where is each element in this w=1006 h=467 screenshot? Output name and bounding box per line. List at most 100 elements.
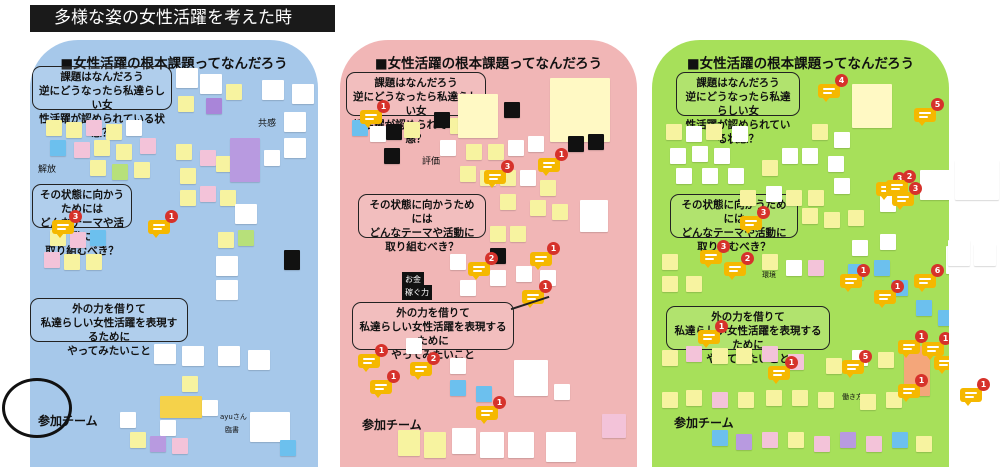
sticky-note[interactable]	[90, 160, 106, 176]
sticky-note[interactable]	[706, 124, 722, 140]
sticky-note[interactable]	[460, 166, 476, 182]
sticky-note[interactable]	[238, 230, 254, 246]
sticky-note[interactable]	[818, 392, 834, 408]
comment-icon[interactable]: 2	[934, 352, 949, 374]
sticky-note[interactable]	[528, 136, 544, 152]
comment-icon[interactable]: 1	[476, 396, 506, 424]
sticky-note[interactable]	[766, 186, 782, 202]
sticky-note[interactable]	[216, 256, 238, 276]
sticky-note[interactable]	[120, 412, 136, 428]
comment-icon[interactable]: 1	[148, 210, 178, 238]
comment-icon[interactable]: 1	[898, 374, 928, 402]
sticky-note[interactable]	[602, 414, 626, 438]
sticky-note[interactable]	[434, 112, 450, 128]
sticky-note[interactable]	[802, 208, 818, 224]
sticky-note[interactable]	[424, 432, 446, 458]
sticky-note[interactable]	[786, 190, 802, 206]
comment-icon[interactable]: 1	[874, 280, 904, 308]
sticky-note[interactable]	[46, 120, 62, 136]
sticky-note[interactable]	[530, 200, 546, 216]
sticky-note[interactable]	[828, 156, 844, 172]
sticky-note[interactable]	[508, 140, 524, 156]
sticky-note[interactable]	[786, 260, 802, 276]
sticky-note[interactable]	[686, 126, 702, 142]
sticky-note[interactable]	[398, 430, 420, 456]
comment-icon[interactable]: 5	[914, 98, 944, 126]
sticky-note[interactable]	[874, 260, 890, 276]
sticky-note[interactable]	[112, 164, 128, 180]
sticky-note[interactable]	[808, 190, 824, 206]
sticky-note[interactable]	[200, 150, 216, 166]
comment-icon[interactable]: 1	[840, 264, 870, 292]
sticky-note[interactable]	[90, 230, 106, 246]
sticky-note[interactable]	[126, 120, 142, 136]
sticky-note[interactable]	[384, 148, 400, 164]
sticky-note[interactable]	[70, 232, 86, 248]
sticky-note[interactable]	[248, 350, 270, 370]
comment-icon[interactable]: 2	[724, 252, 754, 280]
comment-icon[interactable]: 1	[360, 100, 390, 128]
sticky-note[interactable]	[140, 138, 156, 154]
sticky-note[interactable]	[686, 390, 702, 406]
sticky-note[interactable]	[514, 360, 548, 396]
sticky-note[interactable]	[182, 346, 204, 366]
comment-icon[interactable]: 2	[468, 252, 498, 280]
comment-icon[interactable]: 1	[370, 370, 400, 398]
sticky-note[interactable]	[662, 392, 678, 408]
sticky-note[interactable]	[948, 240, 970, 266]
sticky-note[interactable]	[938, 310, 949, 326]
comment-icon[interactable]: 3	[484, 160, 514, 188]
sticky-note[interactable]	[218, 232, 234, 248]
sticky-note[interactable]	[235, 204, 257, 224]
sticky-note[interactable]	[220, 190, 236, 206]
sticky-note[interactable]	[94, 140, 110, 156]
sticky-note[interactable]	[218, 346, 240, 366]
sticky-note[interactable]	[866, 436, 882, 452]
sticky-note[interactable]	[878, 352, 894, 368]
sticky-note[interactable]	[812, 124, 828, 140]
sticky-note[interactable]	[580, 200, 608, 232]
sticky-note[interactable]	[284, 112, 306, 132]
sticky-note[interactable]	[476, 386, 492, 402]
sticky-note[interactable]	[466, 144, 482, 160]
sticky-note[interactable]	[740, 190, 756, 206]
sticky-note[interactable]	[762, 346, 778, 362]
sticky-note[interactable]	[440, 140, 456, 156]
sticky-note[interactable]	[458, 94, 498, 138]
sticky-note[interactable]	[50, 140, 66, 156]
sticky-note[interactable]	[762, 432, 778, 448]
sticky-note[interactable]	[160, 420, 176, 436]
sticky-note[interactable]	[154, 344, 176, 364]
sticky-note[interactable]	[920, 170, 949, 200]
board-team-2[interactable]: ■女性活躍の根本課題ってなんだろう 課題はなんだろう 逆にどうなったら私達らしい…	[340, 40, 637, 467]
sticky-note[interactable]	[216, 280, 238, 300]
sticky-note[interactable]	[712, 348, 728, 364]
sticky-note[interactable]	[676, 168, 692, 184]
comment-icon[interactable]: 3	[892, 182, 922, 210]
sticky-note[interactable]	[250, 412, 290, 442]
sticky-note[interactable]	[826, 358, 842, 374]
sticky-note[interactable]	[662, 276, 678, 292]
sticky-note[interactable]	[64, 254, 80, 270]
sticky-note[interactable]	[160, 396, 202, 418]
sticky-note[interactable]	[480, 432, 504, 458]
sticky-note[interactable]	[702, 168, 718, 184]
sticky-note[interactable]	[540, 180, 556, 196]
sticky-note[interactable]	[404, 122, 420, 138]
sticky-note[interactable]	[66, 122, 82, 138]
sticky-note[interactable]	[792, 390, 808, 406]
sticky-note[interactable]	[554, 384, 570, 400]
sticky-note[interactable]	[916, 300, 932, 316]
sticky-note[interactable]	[490, 270, 506, 286]
sticky-note[interactable]	[546, 432, 576, 462]
comment-icon[interactable]: 1	[898, 330, 928, 358]
sticky-note[interactable]	[172, 438, 188, 454]
sticky-note[interactable]	[386, 124, 402, 140]
sticky-note[interactable]	[808, 260, 824, 276]
sticky-note[interactable]	[736, 348, 752, 364]
sticky-note[interactable]	[552, 204, 568, 220]
sticky-note[interactable]	[916, 436, 932, 452]
sticky-note[interactable]	[550, 78, 610, 142]
sticky-note[interactable]	[450, 358, 466, 374]
sticky-note[interactable]	[692, 146, 708, 162]
